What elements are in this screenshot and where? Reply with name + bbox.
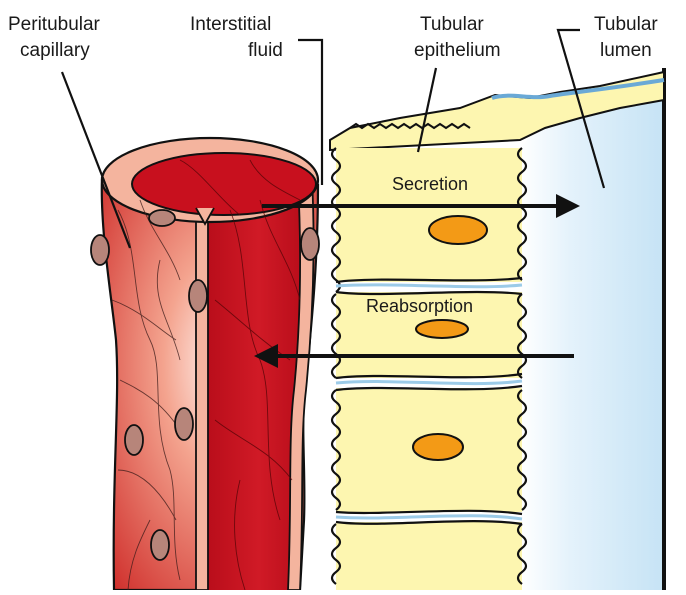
secretion-label: Secretion — [392, 174, 468, 194]
epithelium-top-surface — [329, 70, 665, 152]
epithelial-cell-1 — [330, 147, 528, 293]
nucleus-3 — [412, 433, 464, 461]
peritubular-leader-line — [60, 71, 132, 249]
epithelial-cells — [330, 147, 528, 590]
lumen-label-line1: Tubular — [594, 14, 658, 35]
secretion-arrow — [262, 194, 580, 218]
lumen-label-line2: lumen — [600, 40, 652, 61]
epithelium-leader-line — [416, 67, 438, 153]
peritubular-label-line1: Peritubular — [8, 14, 101, 35]
interstitial-label-line2: fluid — [248, 40, 283, 61]
leader-lines — [60, 28, 606, 249]
epithelial-cell-4 — [330, 520, 528, 590]
peritubular-capillary — [90, 136, 320, 592]
lumen-leader-line — [556, 28, 606, 189]
epithelial-cell-3 — [330, 384, 528, 516]
interstitial-label-line1: Interstitial — [190, 14, 271, 35]
reabsorption-arrow — [254, 344, 574, 368]
endothelial-nuclei — [90, 209, 320, 561]
interstitial-leader-line — [298, 38, 324, 185]
nucleus-2 — [415, 319, 469, 339]
peritubular-label-line2: capillary — [20, 40, 90, 61]
epithelium-label-line1: Tubular — [420, 14, 484, 35]
epithelium-label-line2: epithelium — [414, 40, 501, 61]
reabsorption-label: Reabsorption — [366, 296, 473, 316]
nucleus-1 — [428, 215, 488, 245]
